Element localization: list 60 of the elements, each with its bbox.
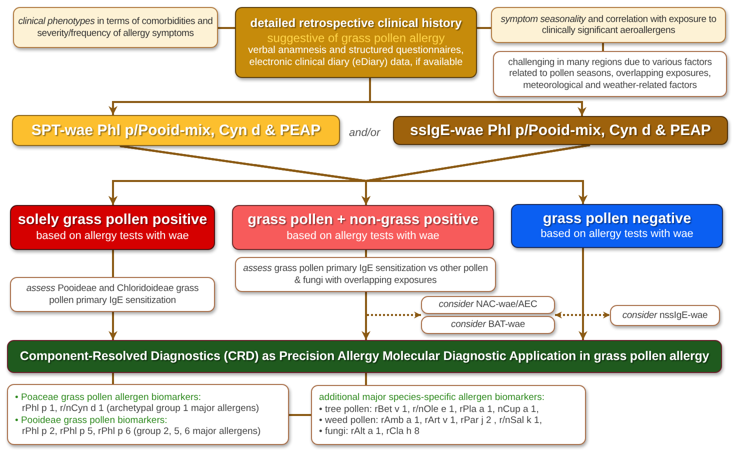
note-text: assess grass pollen primary IgE sensitization vs other pollen & fungi with overlapping exposures — [242, 263, 489, 286]
process-box — [7, 340, 722, 373]
info-box — [311, 385, 586, 445]
heading: detailed retrospective clinical history — [250, 16, 462, 30]
list-item: rPhl p 1, r/nCyn d 1 (archetypal group 1 major allergens) — [22, 403, 260, 414]
test-box — [12, 115, 340, 146]
note-text: challenging in many regions due to various factors related to pollen seasons, overlapping exposures, meteorological and weather-related factors — [507, 56, 713, 92]
note-text: consider BAT-wae — [451, 319, 525, 331]
connector-line — [602, 43, 604, 51]
dotted-arrow — [365, 292, 421, 318]
heading: Component-Resolved Diagnostics (CRD) as Precision Allergy Molecular Diagnostic Application in grass pollen allergy — [20, 349, 710, 364]
option-box — [421, 296, 555, 314]
note-text: consider nssIgE-wae — [622, 310, 708, 322]
arrow — [108, 312, 118, 340]
note-box — [13, 7, 218, 48]
heading: solely grass pollen positive — [18, 212, 208, 230]
note-box — [493, 51, 727, 97]
action-box — [10, 277, 215, 312]
heading: ssIgE-wae Phl p/Pooid-mix, Cyn d & PEAP — [410, 122, 711, 140]
arrow — [578, 248, 588, 340]
subheading: based on allergy tests with wae — [286, 230, 440, 243]
list-heading: additional major species-specific allergen biomarkers: — [319, 392, 544, 404]
dotted-double-arrow — [555, 312, 610, 318]
heading: grass pollen + non-grass positive — [248, 212, 478, 230]
list-item: • fungi: rAlt a 1, rCla h 8 — [319, 426, 420, 438]
note-text: symptom seasonality and correlation with exposure to clinically significant aeroallergens — [500, 14, 718, 36]
arrow — [362, 292, 370, 340]
heading: SPT-wae Phl p/Pooid-mix, Cyn d & PEAP — [31, 122, 321, 140]
option-box — [421, 316, 555, 334]
result-box — [232, 205, 494, 250]
list-heading: • Poaceae grass pollen allergen biomarkers: — [15, 392, 202, 404]
note-box — [491, 7, 726, 43]
connector-line — [365, 373, 367, 385]
info-box — [7, 384, 289, 445]
connector-line — [365, 250, 367, 257]
note-text: clinical phenotypes in terms of comorbidities and severity/frequency of allergy symptoms — [18, 16, 213, 39]
conjunction-label: and/or — [349, 127, 380, 139]
description: verbal anamnesis and structured questionnaires, electronic clinical diary (eDiary) data, if available — [247, 44, 465, 69]
result-box — [511, 204, 723, 248]
test-box — [393, 116, 728, 145]
option-box — [610, 305, 720, 326]
subheading: based on allergy tests with wae — [36, 230, 189, 243]
connector-line — [477, 27, 491, 29]
connector-line — [112, 250, 114, 277]
connector-line — [112, 373, 114, 384]
connector-line — [289, 414, 311, 416]
arrow — [369, 78, 586, 116]
list-item: rPhl p 2, rPhl p 5, rPhl p 6 (group 2, 5, 6 major allergens) — [22, 426, 261, 438]
process-box — [235, 7, 477, 78]
subheading: suggestive of grass pollen allergy — [267, 30, 445, 45]
result-box — [10, 205, 215, 250]
note-text: consider NAC-wae/AEC — [438, 299, 538, 311]
list-item: • tree pollen: rBet v 1, r/nOle e 1, rPla a 1, nCup a 1, — [319, 404, 539, 415]
action-box — [235, 257, 496, 292]
subheading: based on allergy tests with wae — [540, 228, 694, 242]
connector-line — [218, 27, 235, 29]
list-item: • weed pollen: rAmb a 1, rArt v 1, rPar j 2 , r/nSal k 1, — [319, 415, 542, 426]
heading: grass pollen negative — [542, 210, 692, 228]
list-heading: • Pooideae grass pollen biomarkers: — [15, 414, 168, 426]
note-text: assess Pooideae and Chloridoideae grass pollen primary IgE sensitization — [25, 283, 200, 306]
